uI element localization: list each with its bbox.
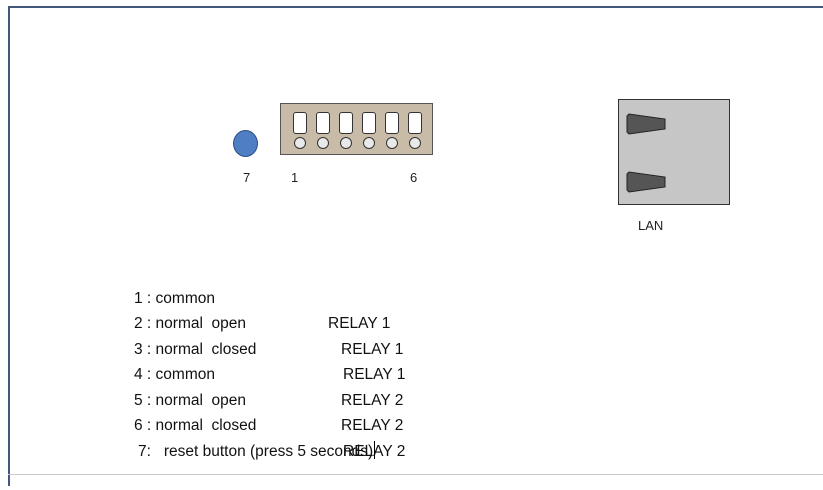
pinout-row: 4 : common RELAY 2 bbox=[134, 337, 403, 409]
lan-port-contacts bbox=[626, 113, 666, 193]
terminal-pin bbox=[363, 137, 375, 149]
pinout-row: 7: reset button (press 5 seconds) bbox=[134, 413, 376, 460]
pinout-row: 1 : common RELAY 1 bbox=[134, 260, 390, 333]
relay-label: RELAY 2 bbox=[343, 442, 406, 460]
pin-description: 2 : normal open bbox=[134, 315, 247, 332]
dip-switch bbox=[339, 112, 353, 134]
device-outline bbox=[8, 6, 823, 486]
pinout-row: 3 : normal closed RELAY 1 bbox=[134, 311, 405, 384]
text-cursor bbox=[374, 440, 376, 459]
pinout-row: 2 : normal open RELAY 1 bbox=[134, 286, 403, 358]
lan-label: LAN bbox=[638, 218, 664, 233]
relay-label: RELAY 1 bbox=[341, 340, 404, 358]
dip-switch-block bbox=[280, 103, 433, 155]
dip-first-label: 1 bbox=[291, 170, 299, 185]
pinout-row: 5 : normal open RELAY 2 bbox=[134, 362, 403, 435]
reset-note: 7: reset button (press 5 seconds) bbox=[138, 439, 376, 465]
reset-button bbox=[233, 130, 258, 157]
bottom-divider bbox=[8, 474, 823, 475]
pin-description: 5 : normal open bbox=[134, 391, 247, 409]
terminal-pin bbox=[386, 137, 398, 149]
pin-description: 3 : normal closed bbox=[134, 340, 257, 358]
dip-switch bbox=[385, 112, 399, 134]
terminal-pin bbox=[294, 137, 306, 149]
reset-note-text: 7: reset button (press 5 seconds) bbox=[138, 442, 374, 460]
relay-label: RELAY 2 bbox=[341, 391, 404, 409]
terminal-pin bbox=[317, 137, 329, 149]
pin-description: 1 : common bbox=[134, 289, 215, 307]
relay-label: RELAY 1 bbox=[343, 366, 406, 383]
pin-description: 6 : normal closed bbox=[134, 417, 257, 434]
dip-switch bbox=[316, 112, 330, 134]
relay-label: RELAY 2 bbox=[341, 417, 404, 434]
dip-switch bbox=[362, 112, 376, 134]
dip-switch bbox=[293, 112, 307, 134]
reset-number-label: 7 bbox=[243, 170, 251, 185]
terminal-pin bbox=[409, 137, 421, 149]
pinout-legend: 1 : common RELAY 1 2 : normal open RELAY… bbox=[134, 260, 405, 460]
pin-description: 4 : common bbox=[134, 366, 215, 383]
dip-last-label: 6 bbox=[410, 170, 418, 185]
dip-switch bbox=[408, 112, 422, 134]
pinout-row: 6 : normal closed RELAY 2 bbox=[134, 388, 405, 460]
terminal-pin bbox=[340, 137, 352, 149]
lan-port bbox=[618, 99, 730, 205]
relay-label: RELAY 1 bbox=[328, 315, 391, 332]
